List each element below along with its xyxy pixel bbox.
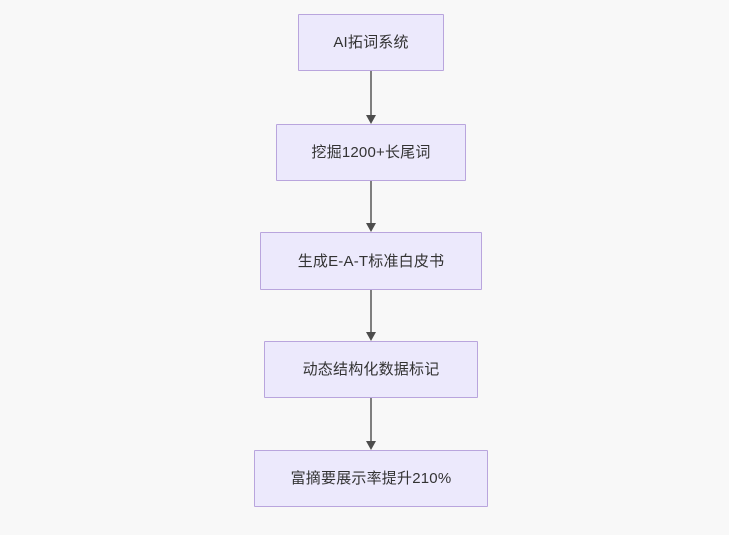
flow-node-ai-keyword-system[interactable]: AI拓词系统 — [298, 14, 444, 71]
flow-arrowhead-n3-n4 — [366, 332, 376, 341]
flow-node-label: 富摘要展示率提升210% — [290, 470, 452, 487]
flow-node-label: 动态结构化数据标记 — [302, 361, 440, 378]
flow-node-mine-longtail-keywords[interactable]: 挖掘1200+长尾词 — [276, 124, 466, 181]
flow-arrowhead-n1-n2 — [366, 115, 376, 124]
flow-node-rich-snippet-impression-lift[interactable]: 富摘要展示率提升210% — [254, 450, 488, 507]
flow-node-label: 生成E-A-T标准白皮书 — [297, 252, 445, 270]
flow-arrowhead-n4-n5 — [366, 441, 376, 450]
flow-arrowhead-n2-n3 — [366, 223, 376, 232]
flow-edge-n2-n3 — [370, 181, 372, 223]
flow-edge-n1-n2 — [370, 71, 372, 115]
flow-node-label: 挖掘1200+长尾词 — [311, 144, 431, 161]
flow-node-generate-eat-whitepaper[interactable]: 生成E-A-T标准白皮书 — [260, 232, 482, 290]
flow-edge-n3-n4 — [370, 290, 372, 332]
flow-node-dynamic-structured-data-markup[interactable]: 动态结构化数据标记 — [264, 341, 478, 398]
flow-node-label: AI拓词系统 — [333, 34, 409, 51]
flow-edge-n4-n5 — [370, 398, 372, 441]
